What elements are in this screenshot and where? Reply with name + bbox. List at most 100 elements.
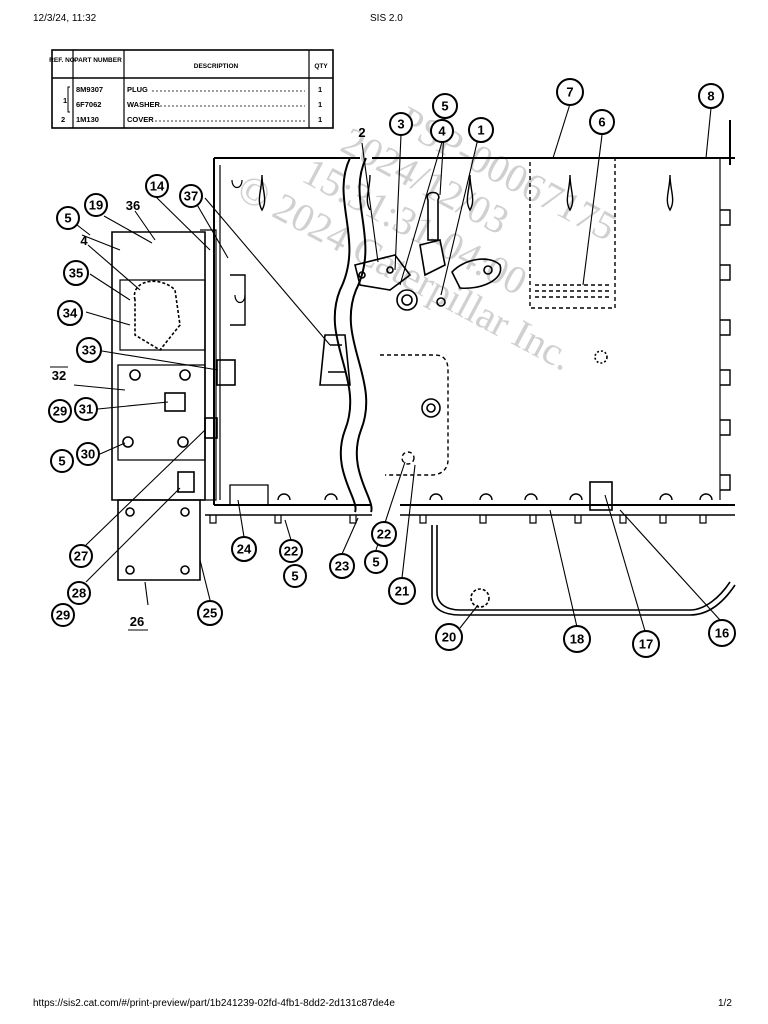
svg-text:2: 2	[358, 125, 365, 140]
table-cell-desc: COVER	[127, 115, 154, 124]
callout-35: 35	[63, 260, 89, 286]
svg-text:36: 36	[126, 198, 140, 213]
callout-6: 6	[589, 109, 615, 135]
svg-text:33: 33	[82, 343, 96, 358]
svg-text:21: 21	[395, 584, 409, 599]
page-url: https://sis2.cat.com/#/print-preview/par…	[33, 998, 395, 1009]
callout-21: 21	[388, 577, 416, 605]
callout-29: 29	[51, 603, 75, 627]
callout-7: 7	[556, 78, 584, 106]
callout-31: 31	[74, 397, 98, 421]
callout-23: 23	[329, 553, 355, 579]
callout-20: 20	[435, 623, 463, 651]
svg-text:5: 5	[291, 569, 298, 584]
svg-text:1: 1	[477, 123, 484, 138]
svg-text:26: 26	[130, 614, 144, 629]
hidden-cover-dashed	[380, 157, 616, 476]
callouts: 1 2 3 4 4 5 5 5 5 5 6 7 8 14 16 17 18 19…	[48, 78, 736, 658]
table-cell-ref: 1	[63, 96, 67, 105]
svg-text:18: 18	[570, 632, 584, 647]
table-cell-desc: WASHER	[127, 100, 161, 109]
svg-text:5: 5	[64, 211, 71, 226]
svg-text:31: 31	[79, 402, 93, 417]
callout-14: 14	[145, 174, 169, 198]
svg-text:17: 17	[639, 637, 653, 652]
svg-text:34: 34	[63, 306, 78, 321]
table-cell-desc: PLUG	[127, 85, 148, 94]
table-cell-part: 8M9307	[76, 85, 103, 94]
table-cell-qty: 1	[318, 115, 322, 124]
callout-30: 30	[76, 442, 100, 466]
callout-28: 28	[67, 581, 91, 605]
drain-tube	[431, 525, 736, 616]
svg-text:29: 29	[53, 404, 67, 419]
callout-18: 18	[563, 625, 591, 653]
svg-text:22: 22	[284, 544, 298, 559]
svg-text:27: 27	[74, 549, 88, 564]
callout-32: 32	[50, 366, 68, 383]
svg-text:37: 37	[184, 189, 198, 204]
callout-4: 4	[430, 119, 454, 143]
callout-5: 5	[283, 564, 307, 588]
table-header-part: PART NUMBER	[74, 57, 122, 64]
svg-text:3: 3	[397, 117, 404, 132]
table-cell-qty: 1	[318, 85, 322, 94]
callout-16: 16	[708, 619, 736, 647]
table-cell-ref: 2	[61, 115, 65, 124]
callout-36: 36	[126, 198, 140, 213]
svg-text:8: 8	[707, 89, 714, 104]
side-cover-assembly	[111, 229, 613, 581]
svg-text:6: 6	[598, 115, 605, 130]
callout-25: 25	[197, 600, 223, 626]
callout-37: 37	[179, 184, 203, 208]
callout-34: 34	[57, 300, 83, 326]
callout-19: 19	[84, 193, 108, 217]
svg-text:28: 28	[72, 586, 86, 601]
callout-29: 29	[48, 399, 72, 423]
callout-2: 2	[358, 125, 365, 140]
callout-5: 5	[50, 449, 74, 473]
callout-5: 5	[56, 206, 80, 230]
callout-26: 26	[128, 614, 148, 631]
parts-table: REF. NO PART NUMBER DESCRIPTION QTY 1 8M…	[49, 49, 334, 129]
callout-17: 17	[632, 630, 660, 658]
svg-text:7: 7	[566, 85, 573, 100]
svg-text:23: 23	[335, 559, 349, 574]
table-cell-qty: 1	[318, 100, 322, 109]
table-header-ref: REF. NO	[49, 57, 75, 64]
table-header-description: DESCRIPTION	[194, 63, 239, 70]
svg-text:19: 19	[89, 198, 103, 213]
callout-3: 3	[389, 112, 413, 136]
svg-text:24: 24	[237, 542, 252, 557]
svg-text:35: 35	[69, 266, 83, 281]
callout-5: 5	[432, 93, 458, 119]
table-header-qty: QTY	[314, 63, 328, 70]
callout-4: 4	[80, 233, 88, 248]
callout-22: 22	[279, 539, 303, 563]
callout-5: 5	[364, 550, 388, 574]
svg-text:4: 4	[80, 233, 88, 248]
svg-text:29: 29	[56, 608, 70, 623]
svg-text:5: 5	[58, 454, 65, 469]
callout-24: 24	[231, 536, 257, 562]
svg-text:4: 4	[438, 124, 446, 139]
table-cell-part: 6F7062	[76, 100, 101, 109]
svg-text:5: 5	[441, 99, 448, 114]
page-number: 1/2	[718, 998, 732, 1009]
callout-22: 22	[371, 521, 397, 547]
svg-text:14: 14	[150, 179, 165, 194]
svg-text:30: 30	[81, 447, 95, 462]
callout-8: 8	[698, 83, 724, 109]
svg-text:25: 25	[203, 606, 217, 621]
callout-1: 1	[468, 117, 494, 143]
print-title: SIS 2.0	[370, 13, 403, 24]
svg-text:16: 16	[715, 626, 729, 641]
print-datetime: 12/3/24, 11:32	[33, 13, 97, 24]
callout-33: 33	[76, 337, 102, 363]
svg-text:5: 5	[372, 555, 379, 570]
callout-27: 27	[69, 544, 93, 568]
svg-text:32: 32	[52, 368, 66, 383]
table-cell-part: 1M130	[76, 115, 99, 124]
svg-text:20: 20	[442, 630, 456, 645]
